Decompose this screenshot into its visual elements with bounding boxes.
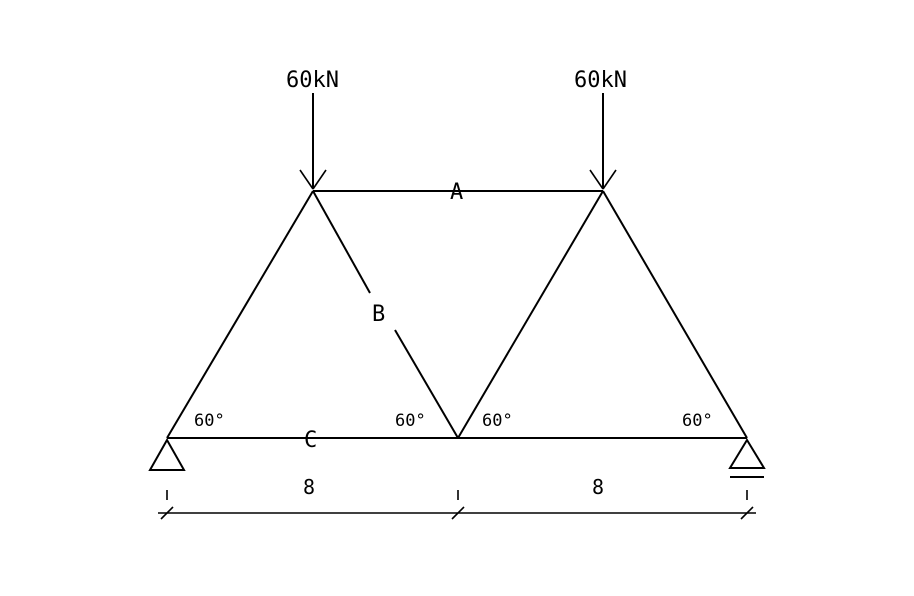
member-right-diagonal	[602, 190, 748, 439]
angle-label-center-left: 60°	[395, 411, 426, 431]
roller-support-icon	[728, 438, 766, 478]
load-arrow-right	[589, 93, 617, 190]
dimension-line	[158, 490, 756, 520]
dimension-label-left: 8	[303, 475, 315, 499]
load-label-right: 60kN	[574, 68, 627, 93]
angle-label-left-support: 60°	[194, 411, 225, 431]
member-diagonal-b-lower	[394, 329, 459, 439]
member-center-diagonal	[457, 190, 604, 439]
member-label-b: B	[372, 302, 385, 327]
member-label-c: C	[304, 428, 317, 453]
angle-label-center-right: 60°	[482, 411, 513, 431]
member-diagonal-b-upper	[312, 190, 371, 294]
member-label-a: A	[450, 180, 463, 205]
load-label-left: 60kN	[286, 68, 339, 93]
dimension-label-right: 8	[592, 475, 604, 499]
pin-support-icon	[148, 437, 186, 471]
load-arrow-left	[299, 93, 327, 190]
member-left-diagonal	[166, 190, 314, 439]
angle-label-right-support: 60°	[682, 411, 713, 431]
